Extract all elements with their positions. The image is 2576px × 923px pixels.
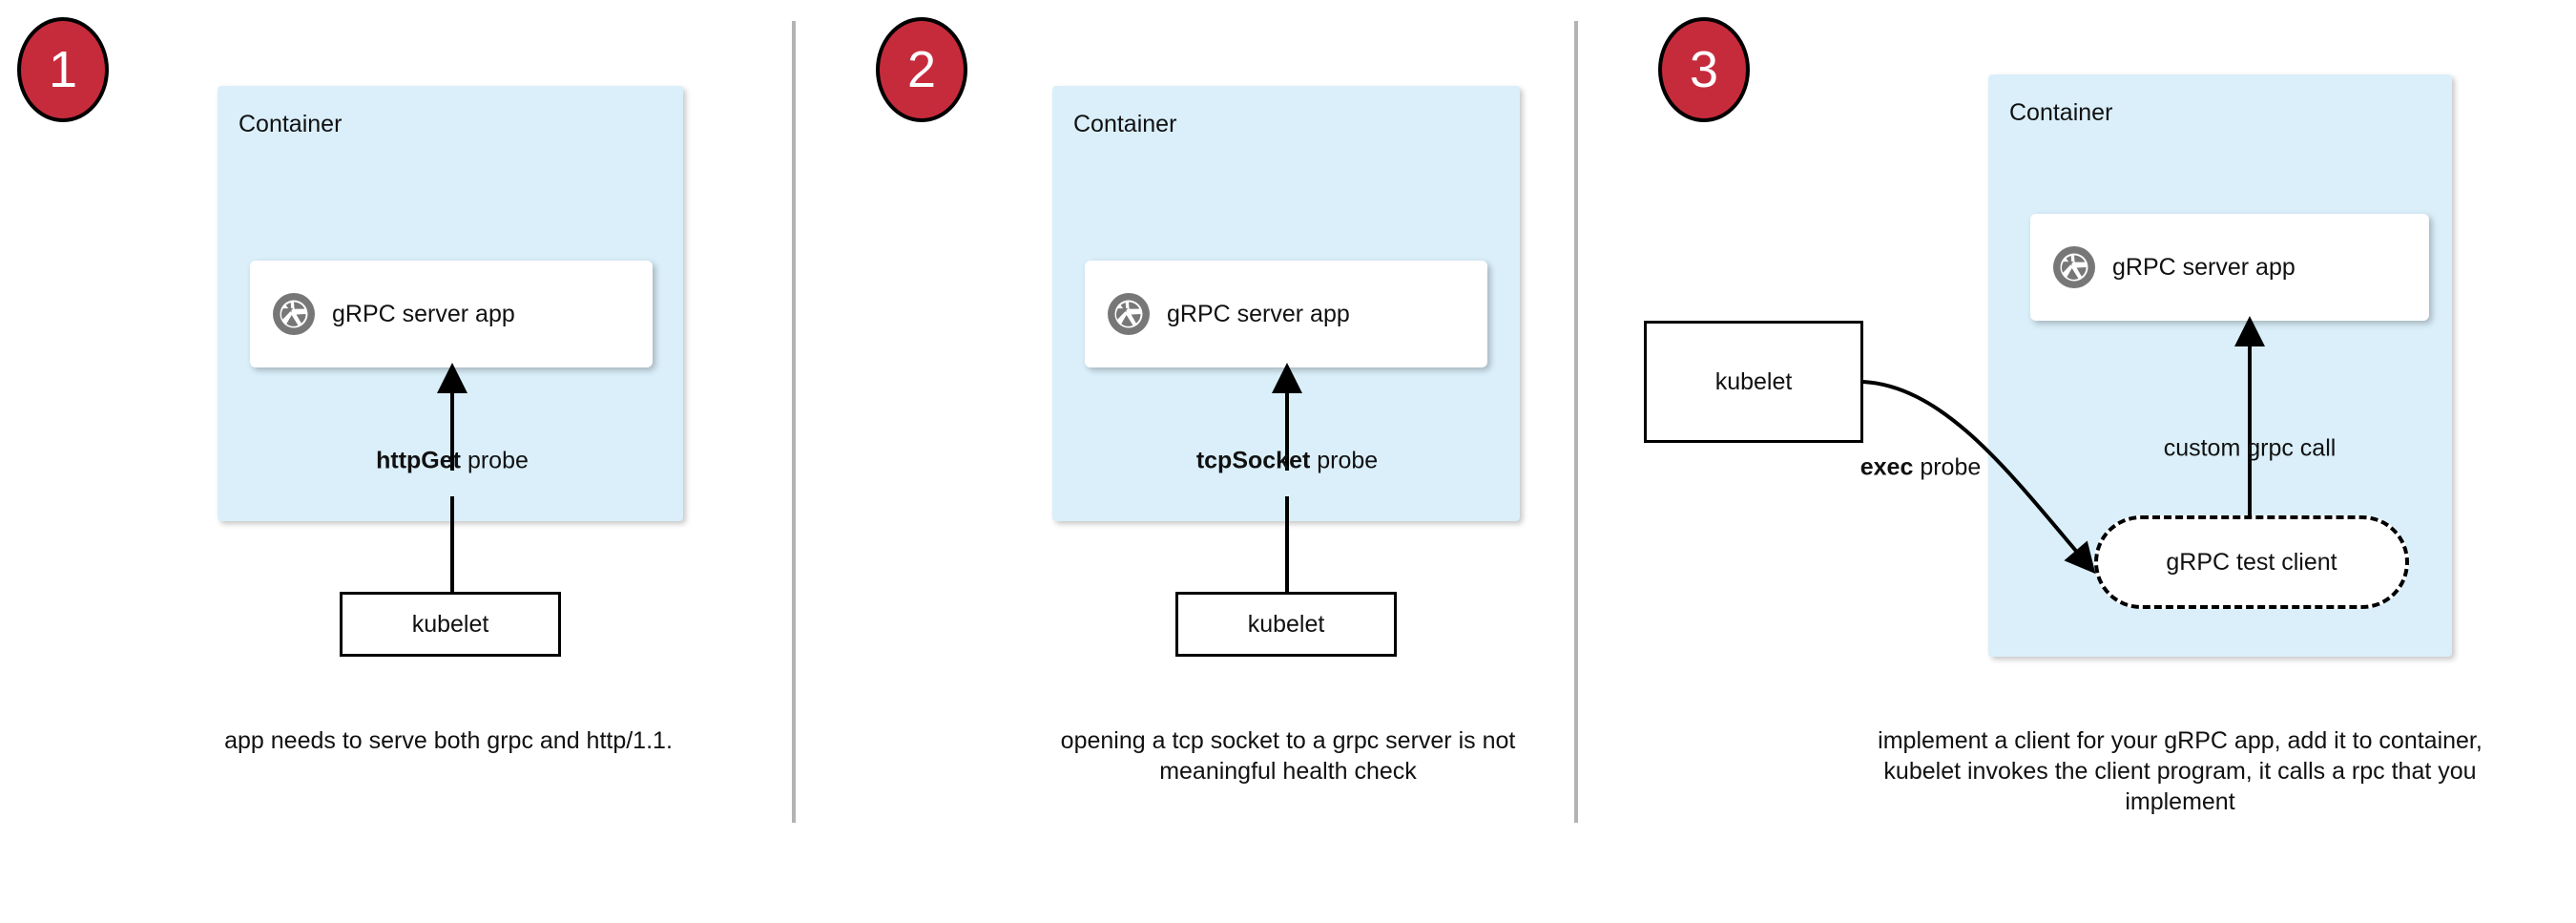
caption-1: app needs to serve both grpc and http/1.… <box>224 727 673 754</box>
aperture-icon <box>1108 293 1150 335</box>
caption-3: implement a client for your gRPC app, ad… <box>1878 727 2483 815</box>
aperture-icon <box>2053 246 2095 288</box>
probe-label-2-rest: probe <box>1310 447 1379 474</box>
aperture-icon <box>273 293 315 335</box>
probe-label-1-rest: probe <box>460 447 529 474</box>
container-label-3: Container <box>2009 99 2113 126</box>
grpc-server-app-label-2: gRPC server app <box>1167 300 1350 327</box>
probe-label-1-bold: httpGet <box>376 447 461 474</box>
probe-label-3-rest: probe <box>1913 453 1982 481</box>
grpc-server-app-card-1: gRPC server app <box>250 261 653 367</box>
probe-label-2-bold: tcpSocket <box>1195 447 1311 474</box>
grpc-server-app-card-3: gRPC server app <box>2030 214 2429 321</box>
panel-divider-1 <box>792 21 796 823</box>
grpc-server-app-label-1: gRPC server app <box>332 300 515 327</box>
kubelet-box-1: kubelet <box>340 592 561 657</box>
step-badge-1: 1 <box>17 17 109 122</box>
panel-divider-2 <box>1574 21 1578 823</box>
container-label-1: Container <box>239 111 343 137</box>
grpc-server-app-label-3: gRPC server app <box>2112 253 2296 281</box>
kubelet-box-3: kubelet <box>1644 321 1863 443</box>
probe-label-1: httpGet probe <box>376 448 529 475</box>
step-badge-2: 2 <box>876 17 967 122</box>
caption-2: opening a tcp socket to a grpc server is… <box>1060 727 1516 785</box>
kubelet-box-2: kubelet <box>1175 592 1397 657</box>
probe-label-2: tcpSocket probe <box>1196 448 1378 475</box>
grpc-server-app-card-2: gRPC server app <box>1085 261 1487 367</box>
custom-grpc-call-label: custom grpc call <box>2163 434 2337 462</box>
grpc-test-client-box: gRPC test client <box>2094 515 2409 609</box>
step-badge-3: 3 <box>1658 17 1750 122</box>
probe-label-3-bold: exec <box>1859 453 1914 481</box>
container-label-2: Container <box>1073 111 1177 137</box>
probe-label-3: exec probe <box>1860 454 1982 482</box>
